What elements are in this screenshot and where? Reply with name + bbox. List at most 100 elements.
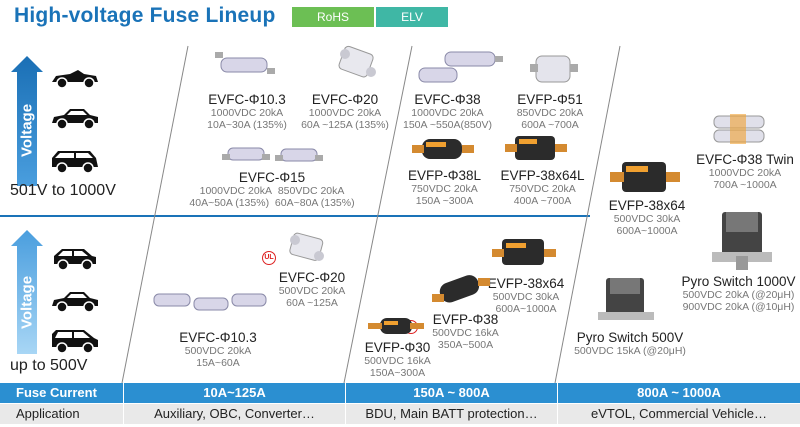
product-spec: 850VDC 20kA <box>516 107 584 119</box>
current-range-cell: 10A~125A <box>124 383 346 403</box>
product-name: EVFP-Φ51 <box>517 92 583 107</box>
product-spec: 15A~60A <box>196 357 240 369</box>
product-spec: 1000VDC 20kA <box>411 107 484 119</box>
current-range-cell: 150A ~ 800A <box>346 383 558 403</box>
cylinder-fuse-icon <box>222 142 270 166</box>
voltage-divider-line <box>0 215 590 217</box>
rectangular-fuse-icon <box>610 156 680 198</box>
product-spec: 750VDC 20kA <box>411 183 478 195</box>
coupe-car-icon <box>50 288 100 314</box>
suv-car-icon <box>50 148 100 174</box>
product-lv-evfp-38x64: EVFP-38x64 500VDC 30kA 600A~1000A <box>476 276 576 315</box>
product-name: EVFC-Φ15 <box>238 170 306 185</box>
voltage-low-label: Voltage <box>18 275 36 330</box>
product-spec: 500VDC 16kA <box>364 355 431 367</box>
product-name: EVFP-Φ30 <box>364 340 431 355</box>
product-hv-evfp-38l: EVFP-Φ38L 750VDC 20kA 150A ~300A <box>397 168 492 207</box>
product-name: EVFP-38x64 <box>487 276 565 291</box>
product-spec: 500VDC 20kA <box>184 345 252 357</box>
product-spec: 1000VDC 20kA <box>210 107 284 119</box>
product-pyro-switch-500v: Pyro Switch 500V 500VDC 15kA (@20μH) <box>565 330 695 357</box>
van-car-icon <box>50 328 100 354</box>
product-spec: 500VDC 30kA <box>613 213 681 225</box>
product-spec: 600A ~700A <box>521 119 579 131</box>
product-name: EVFC-Φ10.3 <box>179 330 257 345</box>
product-hv-evfc-15: EVFC-Φ15 1000VDC 20kA 850VDC 20kA 40A~50… <box>172 170 372 209</box>
product-hv-evfc-38-twin: EVFC-Φ38 Twin 1000VDC 20kA 700A ~1000A <box>690 152 800 191</box>
product-name: Pyro Switch 500V <box>576 330 684 345</box>
product-name: Pyro Switch 1000V <box>681 274 796 289</box>
product-name: EVFC-Φ10.3 <box>208 92 286 107</box>
product-spec: 150A~300A <box>369 367 426 379</box>
product-spec: 10A~30A (135%) <box>207 119 287 131</box>
cylinder-fuse-icon <box>150 286 270 322</box>
product-hv-evfp-38x64: EVFP-38x64 500VDC 30kA 600A~1000A <box>597 198 697 237</box>
product-spec-b: 850VDC 20kA <box>277 185 345 197</box>
pyro-switch-icon <box>598 272 654 328</box>
application-label: Application <box>0 404 124 424</box>
application-cell: Auxiliary, OBC, Converter… <box>124 404 346 424</box>
product-spec: 350A~500A <box>437 339 494 351</box>
product-name: EVFC-Φ38 Twin <box>696 152 794 167</box>
product-hv-evfp-51: EVFP-Φ51 850VDC 20kA 600A ~700A <box>505 92 595 131</box>
cylinder-fuse-icon <box>415 48 505 88</box>
product-spec: 500VDC 15kA (@20μH) <box>574 345 686 357</box>
application-row: Application Auxiliary, OBC, Converter… B… <box>0 404 800 424</box>
application-cell: BDU, Main BATT protection… <box>346 404 558 424</box>
product-lv-evfc-20: EVFC-Φ20 500VDC 20kA 60A ~125A <box>262 270 362 309</box>
convertible-car-icon <box>50 64 100 90</box>
product-spec-a: 1000VDC 20kA <box>199 185 272 197</box>
sedan-car-icon <box>50 105 100 131</box>
product-name: EVFC-Φ20 <box>278 270 346 285</box>
cylinder-fuse-icon <box>215 48 275 78</box>
product-name: EVFC-Φ20 <box>311 92 379 107</box>
product-spec: 750VDC 20kA <box>509 183 576 195</box>
cylinder-fuse-icon <box>708 110 773 150</box>
product-name: EVFC-Φ38 <box>414 92 481 107</box>
ul-certification-icon: UL <box>262 251 276 265</box>
product-name: EVFP-Φ38 <box>432 312 499 327</box>
fuse-current-label: Fuse Current <box>0 383 124 403</box>
fuse-current-row: Fuse Current 10A~125A 150A ~ 800A 800A ~… <box>0 383 800 403</box>
product-spec: 700A ~1000A <box>713 179 777 191</box>
product-lv-evfp-38: EVFP-Φ38 500VDC 16kA 350A~500A <box>418 312 513 351</box>
application-cell: eVTOL, Commercial Vehicle… <box>590 406 768 421</box>
product-hv-evfp-38x64l: EVFP-38x64L 750VDC 20kA 400A ~700A <box>490 168 595 207</box>
product-spec: 60A ~125A <box>286 297 338 309</box>
product-spec: 40A~50A (135%) 60A~80A (135%) <box>172 197 372 209</box>
product-hv-evfc-38: EVFC-Φ38 1000VDC 20kA 150A ~550A(850V) <box>395 92 500 131</box>
cylinder-fuse-icon <box>285 228 329 268</box>
page-title: High-voltage Fuse Lineup <box>14 4 276 27</box>
rectangular-fuse-icon <box>412 133 474 165</box>
product-spec: 600A~1000A <box>616 225 678 237</box>
hatchback-car-icon <box>50 245 100 271</box>
product-spec-a: 40A~50A (135%) <box>189 197 270 209</box>
voltage-low-range: up to 500V <box>10 357 88 374</box>
pyro-switch-icon <box>712 206 772 270</box>
elv-badge: ELV <box>376 7 448 27</box>
product-name: EVFP-38x64 <box>608 198 686 213</box>
product-hv-evfc-10-3: EVFC-Φ10.3 1000VDC 20kA 10A~30A (135%) <box>197 92 297 131</box>
rectangular-fuse-icon <box>432 270 492 310</box>
product-lv-evfc-10-3: EVFC-Φ10.3 500VDC 20kA 15A~60A <box>168 330 268 369</box>
product-name: EVFP-38x64L <box>500 168 585 183</box>
cylinder-fuse-icon <box>275 144 323 166</box>
cylinder-fuse-icon <box>335 42 380 82</box>
product-spec: 500VDC 30kA <box>492 291 560 303</box>
cylinder-fuse-icon <box>530 50 578 88</box>
product-hv-evfc-20: EVFC-Φ20 1000VDC 20kA 60A ~125A (135%) <box>290 92 400 131</box>
voltage-high-label: Voltage <box>18 103 36 157</box>
voltage-arrow-icon <box>11 56 43 186</box>
rohs-badge: RoHS <box>292 7 374 27</box>
product-spec: 150A ~550A(850V) <box>402 119 493 131</box>
rectangular-fuse-icon <box>368 312 428 340</box>
current-range-cell: 800A ~ 1000A <box>637 385 721 400</box>
product-spec: 60A ~125A (135%) <box>301 119 389 131</box>
product-spec: 500VDC 20kA (@20μH) <box>682 289 795 301</box>
product-lv-evfp-30: EVFP-Φ30 500VDC 16kA 150A~300A <box>350 340 445 379</box>
product-spec-b: 60A~80A (135%) <box>274 197 355 209</box>
rectangular-fuse-icon <box>505 130 567 166</box>
rectangular-fuse-icon <box>492 233 556 273</box>
product-pyro-switch-1000v: Pyro Switch 1000V 500VDC 20kA (@20μH) 90… <box>677 274 800 313</box>
product-spec: 500VDC 20kA <box>278 285 346 297</box>
